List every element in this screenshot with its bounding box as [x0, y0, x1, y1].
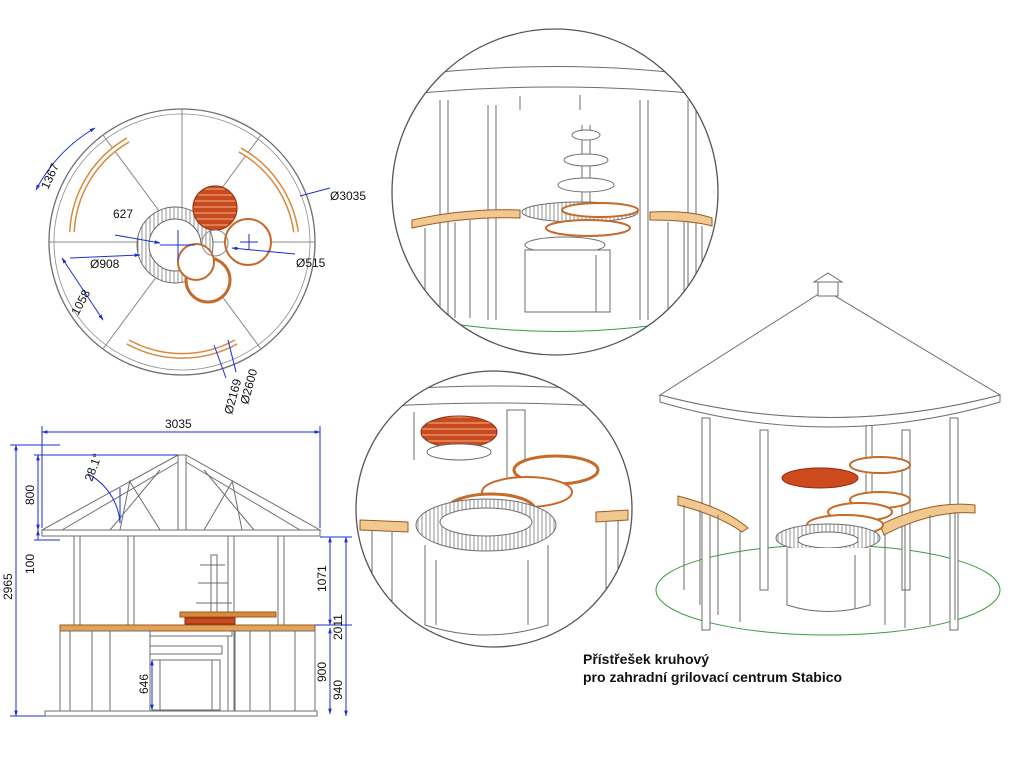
dim-arc-1367: 1367 — [38, 161, 62, 191]
dim-total-2965: 2965 — [1, 573, 15, 600]
perspective-grill — [775, 456, 911, 612]
detail-view-grill — [355, 370, 633, 648]
detail-view-top — [391, 28, 719, 356]
elevation-view: 3035 800 28.1° 100 2965 1071 2011 900 94… — [1, 417, 352, 717]
dim-upper-1071: 1071 — [315, 565, 329, 592]
dim-outer-diameter: Ø3035 — [330, 189, 366, 203]
dim-940: 940 — [331, 680, 345, 700]
dim-angle: 28.1° — [82, 452, 105, 483]
drawing-caption: Přístřešek kruhový pro zahradní grilovac… — [583, 650, 842, 686]
dim-d908: Ø908 — [90, 257, 120, 271]
dim-roof-800: 800 — [23, 485, 37, 505]
dim-1058: 1058 — [68, 287, 93, 317]
dim-627: 627 — [113, 207, 133, 221]
caption-line-2: pro zahradní grilovací centrum Stabico — [583, 669, 843, 685]
elevation-roof — [41, 454, 322, 537]
dim-d515: Ø515 — [296, 256, 326, 270]
perspective-view — [655, 272, 1002, 636]
dim-2011: 2011 — [331, 614, 345, 640]
dim-eave-100: 100 — [23, 554, 37, 574]
bench-left — [677, 495, 749, 533]
plan-dimension-lines — [35, 127, 331, 379]
perspective-roof — [658, 289, 1002, 418]
elevation-dimension-lines — [10, 426, 352, 717]
caption-line-1: Přístřešek kruhový — [583, 651, 710, 667]
elevation-bench — [44, 624, 318, 717]
bench-right — [879, 503, 976, 536]
plan-view: 1367 Ø3035 627 Ø908 Ø515 1058 Ø2600 Ø216… — [35, 108, 366, 416]
dim-646: 646 — [137, 674, 151, 694]
dim-900: 900 — [315, 662, 329, 682]
dim-width-3035: 3035 — [165, 417, 192, 431]
plan-grill-center — [136, 185, 272, 304]
